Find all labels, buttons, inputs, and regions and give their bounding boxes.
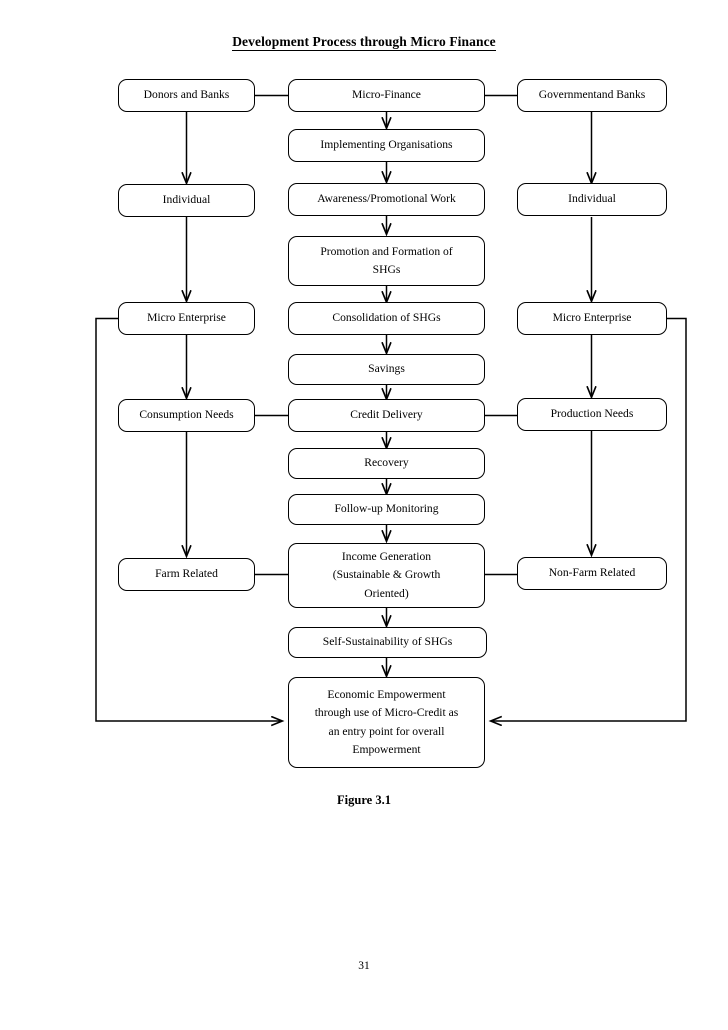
node-label: Consolidation of SHGs xyxy=(332,311,441,325)
node-micro-enterprise-left[interactable]: Micro Enterprise xyxy=(118,302,255,335)
node-individual-right[interactable]: Individual xyxy=(517,183,667,216)
node-label: Implementing Organisations xyxy=(320,138,453,152)
node-recovery[interactable]: Recovery xyxy=(288,448,485,479)
node-promotion-and-formation-of-shgs[interactable]: Promotion and Formation of SHGs xyxy=(288,236,485,286)
node-production-needs[interactable]: Production Needs xyxy=(517,398,667,431)
node-label: Farm Related xyxy=(155,567,218,581)
node-individual-left[interactable]: Individual xyxy=(118,184,255,217)
node-follow-up-monitoring[interactable]: Follow-up Monitoring xyxy=(288,494,485,525)
node-label: Promotion and Formation of SHGs xyxy=(320,244,453,277)
node-label: Self-Sustainability of SHGs xyxy=(322,635,453,649)
node-label: Individual xyxy=(568,192,616,206)
node-savings[interactable]: Savings xyxy=(288,354,485,385)
node-label: Recovery xyxy=(364,456,409,470)
node-donors-and-banks[interactable]: Donors and Banks xyxy=(118,79,255,112)
node-consumption-needs[interactable]: Consumption Needs xyxy=(118,399,255,432)
node-label: Production Needs xyxy=(550,407,634,421)
node-implementing-organisations[interactable]: Implementing Organisations xyxy=(288,129,485,162)
node-farm-related[interactable]: Farm Related xyxy=(118,558,255,591)
node-label: Donors and Banks xyxy=(143,88,230,102)
feedback-right-to-empowerment xyxy=(491,317,687,722)
node-consolidation-of-shgs[interactable]: Consolidation of SHGs xyxy=(288,302,485,335)
node-label: Consumption Needs xyxy=(139,408,234,422)
node-label: Savings xyxy=(368,362,405,376)
node-label: Credit Delivery xyxy=(350,408,423,422)
node-income-generation[interactable]: Income Generation (Sustainable & Growth … xyxy=(288,543,485,608)
node-label: Awareness/Promotional Work xyxy=(317,192,456,206)
page-title: Development Process through Micro Financ… xyxy=(0,34,728,51)
node-label: Micro Enterprise xyxy=(552,311,632,325)
node-micro-finance[interactable]: Micro-Finance xyxy=(288,79,485,112)
page-number: 31 xyxy=(358,960,370,972)
node-governmentand-banks[interactable]: Governmentand Banks xyxy=(517,79,667,112)
node-self-sustainability-of-shgs[interactable]: Self-Sustainability of SHGs xyxy=(288,627,487,658)
node-credit-delivery[interactable]: Credit Delivery xyxy=(288,399,485,432)
page-title-text: Development Process through Micro Financ… xyxy=(232,34,496,51)
node-label: Follow-up Monitoring xyxy=(334,502,439,516)
node-label: Micro-Finance xyxy=(352,88,421,102)
node-label: Non-Farm Related xyxy=(548,566,636,580)
feedback-left-to-empowerment xyxy=(95,317,282,722)
node-awareness-promotional-work[interactable]: Awareness/Promotional Work xyxy=(288,183,485,216)
node-label: Individual xyxy=(162,193,211,207)
node-non-farm-related[interactable]: Non-Farm Related xyxy=(517,557,667,590)
figure-caption: Figure 3.1 xyxy=(337,793,391,807)
node-economic-empowerment[interactable]: Economic Empowerment through use of Micr… xyxy=(288,677,485,768)
node-label: Governmentand Banks xyxy=(538,88,646,102)
node-label: Economic Empowerment through use of Micr… xyxy=(314,687,459,757)
node-micro-enterprise-right[interactable]: Micro Enterprise xyxy=(517,302,667,335)
node-label: Income Generation (Sustainable & Growth … xyxy=(332,549,441,600)
node-label: Micro Enterprise xyxy=(147,311,226,325)
